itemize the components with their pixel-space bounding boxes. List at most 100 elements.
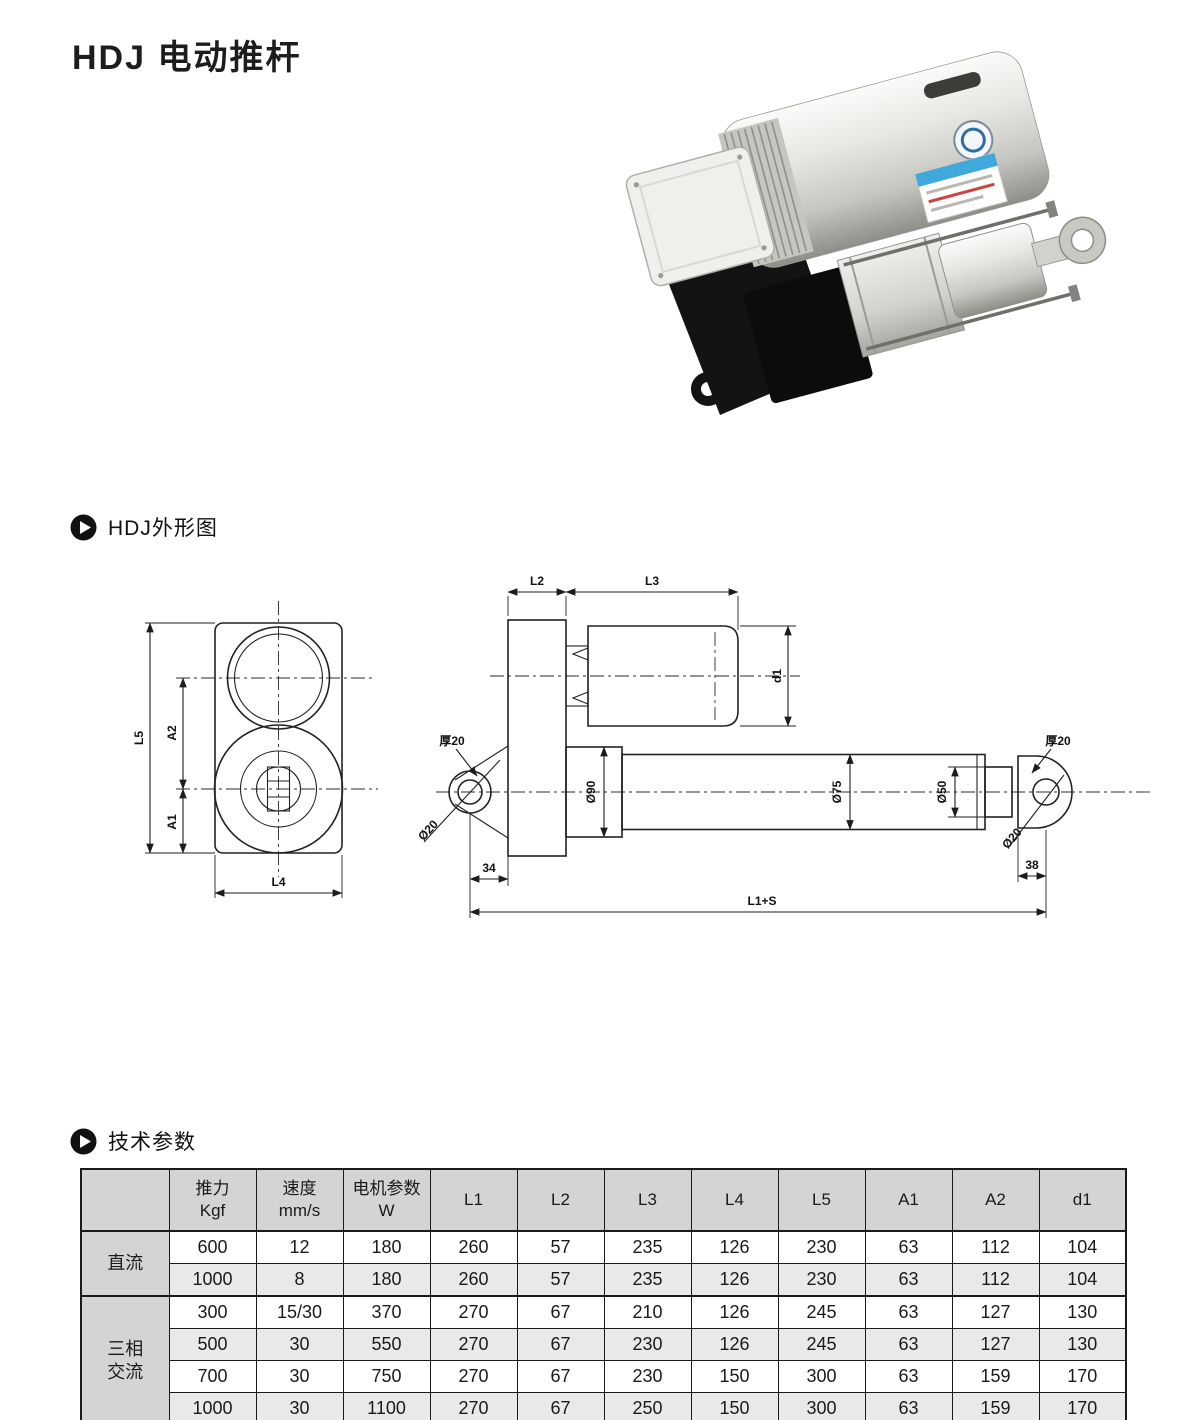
table-row: 直流 600 12 180 260 57 235 126 230 63 112 … [80,1230,1127,1297]
spline-hub [266,766,291,812]
row-group-label-dc: 直流 [80,1230,170,1297]
spec-cell: 67 [516,1360,605,1393]
spec-cell: 159 [951,1360,1040,1393]
outline-drawing-svg: L5 A2 A1 L4 [132,574,1150,918]
spec-cell: 112 [951,1230,1040,1264]
section-title-outline: HDJ外形图 [108,517,218,540]
dim-label-L3: L3 [645,574,659,588]
outline-drawing: L5 A2 A1 L4 [100,550,1180,950]
column-header-L4: L4 [690,1168,779,1232]
label-hole-left: Ø20 [415,817,441,843]
spec-cell: 126 [690,1263,779,1297]
spec-cell: 126 [690,1328,779,1361]
spec-cell: 600 [168,1230,257,1264]
spec-cell: 300 [777,1392,866,1420]
spec-cell: 260 [429,1230,518,1264]
spec-cell: 500 [168,1328,257,1361]
tie-rod [843,207,1054,267]
spec-cell: 130 [1038,1295,1127,1329]
spec-cell: 126 [690,1295,779,1329]
column-header-L2: L2 [516,1168,605,1232]
dim-label-38: 38 [1025,858,1039,872]
column-header-A2: A2 [951,1168,1040,1232]
spec-cell: 230 [777,1263,866,1297]
table-row: 1000 30 1100 270 67 250 150 300 63 159 1… [81,1392,1127,1420]
column-title: 速度 [282,1178,317,1198]
actuator-assembly [743,200,1107,404]
spec-cell: 230 [603,1328,692,1361]
column-header-L1: L1 [429,1168,518,1232]
spec-cell: 235 [603,1263,692,1297]
spec-cell: 63 [864,1360,953,1393]
spec-cell: 270 [429,1328,518,1361]
label-hole-right: Ø20 [999,825,1025,852]
column-header-A1: A1 [864,1168,953,1232]
dim-label-dia90: Ø90 [584,780,598,803]
side-view: L2 L3 d1 Ø90 Ø75 Ø50 [415,574,1150,918]
spec-cell: 245 [777,1295,866,1329]
play-icon [70,514,97,541]
spec-cell: 67 [516,1328,605,1361]
column-title: 电机参数 [352,1178,421,1198]
dim-label-L5: L5 [132,731,146,745]
dim-label-L1S: L1+S [747,894,776,908]
spec-cell: 370 [342,1295,431,1329]
spec-cell: 235 [603,1230,692,1264]
front-view: L5 A2 A1 L4 [132,601,378,898]
spec-cell: 1100 [342,1392,431,1420]
label-thickness-right: 厚20 [1045,734,1071,748]
column-unit: W [378,1201,395,1220]
spec-cell: 245 [777,1328,866,1361]
dim-label-dia75: Ø75 [830,780,844,803]
spec-cell: 12 [255,1230,344,1264]
table-row: 500 30 550 270 67 230 126 245 63 127 130 [81,1328,1127,1361]
spec-cell: 30 [255,1392,344,1420]
column-header-thrust: 推力 Kgf [168,1168,257,1232]
spec-cell: 63 [864,1328,953,1361]
dim-label-dia50: Ø50 [935,780,949,803]
terminal-box [625,146,775,287]
column-header-group [80,1168,170,1232]
spec-cell: 104 [1038,1230,1127,1264]
section-title-specs: 技术参数 [108,1131,196,1154]
spec-cell: 300 [168,1295,257,1329]
spec-cell: 63 [864,1295,953,1329]
dim-label-A1: A1 [165,814,179,830]
spec-cell: 170 [1038,1392,1127,1420]
page-title: HDJ 电动推杆 [72,39,302,77]
dim-label-L2: L2 [530,574,544,588]
spec-cell: 127 [951,1295,1040,1329]
spec-cell: 260 [429,1263,518,1297]
spec-cell: 8 [255,1263,344,1297]
spec-cell: 67 [516,1392,605,1420]
spec-cell: 63 [864,1230,953,1264]
spec-cell: 300 [777,1360,866,1393]
spec-cell: 57 [516,1230,605,1264]
spec-cell: 67 [516,1295,605,1329]
tie-rod [865,291,1077,351]
spec-cell: 150 [690,1392,779,1420]
spec-cell: 30 [255,1360,344,1393]
spec-cell: 130 [1038,1328,1127,1361]
spec-cell: 1000 [168,1263,257,1297]
spec-cell: 750 [342,1360,431,1393]
row-group-label-ac: 三相 交流 [80,1295,170,1420]
gear-housing [743,267,873,404]
spec-cell: 159 [951,1392,1040,1420]
label-thickness-left: 厚20 [439,734,465,748]
play-icon [70,1128,97,1155]
spec-cell: 270 [429,1360,518,1393]
spec-cell: 700 [168,1360,257,1393]
spec-cell: 230 [777,1230,866,1264]
specs-table: 推力 Kgf 速度 mm/s 电机参数 W L1 L2 L3 L4 L5 A1 … [80,1168,1127,1420]
spec-cell: 126 [690,1230,779,1264]
dim-label-L4: L4 [271,875,285,889]
spec-cell: 230 [603,1360,692,1393]
table-row: 700 30 750 270 67 230 150 300 63 159 170 [81,1360,1127,1393]
spec-cell: 180 [342,1263,431,1297]
spec-cell: 104 [1038,1263,1127,1297]
spec-cell: 270 [429,1295,518,1329]
table-row: 三相 交流 300 15/30 370 270 67 210 126 245 6… [80,1295,1127,1420]
spec-cell: 270 [429,1392,518,1420]
column-unit: Kgf [199,1201,226,1220]
